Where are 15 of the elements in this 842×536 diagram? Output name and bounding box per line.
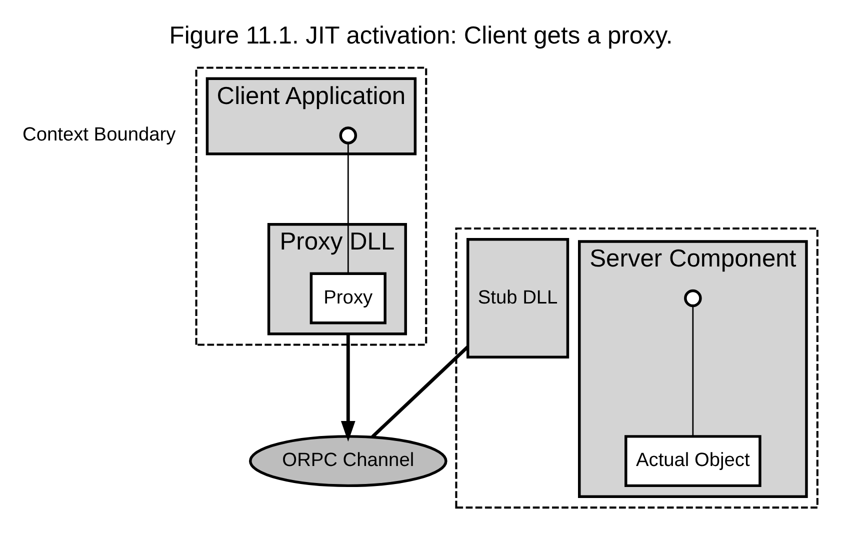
label: Context Boundary: [22, 124, 176, 146]
cluster: [455, 226, 818, 508]
diagram-title: Figure 11.1. JIT activation: Client gets a proxy.: [169, 22, 673, 50]
node-box: Stub DLL: [466, 238, 570, 358]
connector: [347, 142, 349, 274]
cluster: Client Application: [206, 76, 417, 155]
node-box: Actual Object: [624, 434, 762, 487]
node-box: Proxy: [310, 272, 386, 324]
arrow: [340, 333, 356, 442]
node-ellipse: ORPC Channel: [248, 434, 448, 487]
node-circle: [684, 288, 702, 307]
connector: [371, 345, 469, 438]
connector: [692, 306, 694, 436]
node-circle: [339, 126, 358, 144]
cluster: [195, 66, 428, 346]
